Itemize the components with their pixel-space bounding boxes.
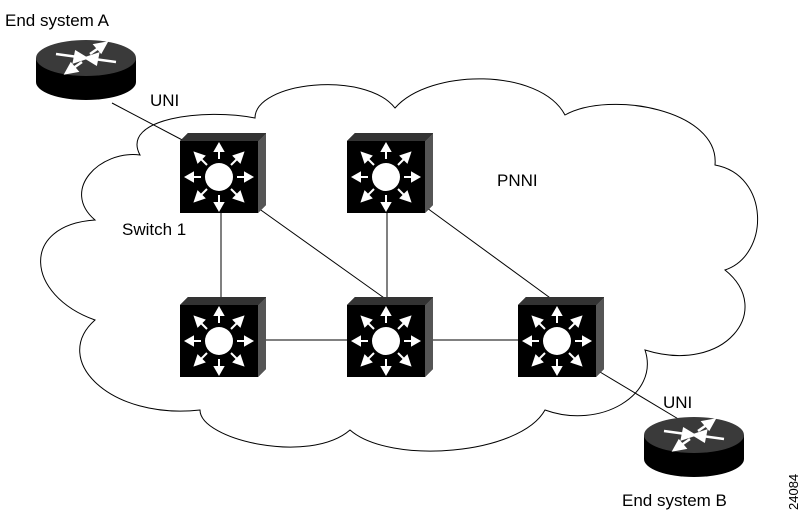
end-system-b-label: End system B <box>622 491 727 510</box>
switch-bottom-right-icon <box>517 296 605 378</box>
figure-id-label: 24084 <box>786 474 801 510</box>
end-system-a-router-icon <box>34 38 138 102</box>
pnni-label: PNNI <box>497 171 538 190</box>
uni-top-label: UNI <box>150 91 179 110</box>
switch-bottom-left-icon <box>179 296 267 378</box>
link-top-middle-bottom-right <box>426 207 554 301</box>
switch-bottom-middle-icon <box>346 296 434 378</box>
link-bottom-right-end-system-b <box>599 371 681 421</box>
switch-top-middle-icon <box>346 132 434 214</box>
pnni-cloud <box>40 78 758 452</box>
end-system-b-router-icon <box>642 415 746 479</box>
uni-bottom-label: UNI <box>663 393 692 412</box>
switch-1-label: Switch 1 <box>122 220 186 239</box>
links <box>111 102 681 421</box>
switch-1-icon <box>179 132 267 214</box>
link-end-system-a-switch-1 <box>111 102 189 144</box>
link-switch-1-bottom-middle <box>257 207 388 301</box>
end-system-a-label: End system A <box>5 11 110 30</box>
